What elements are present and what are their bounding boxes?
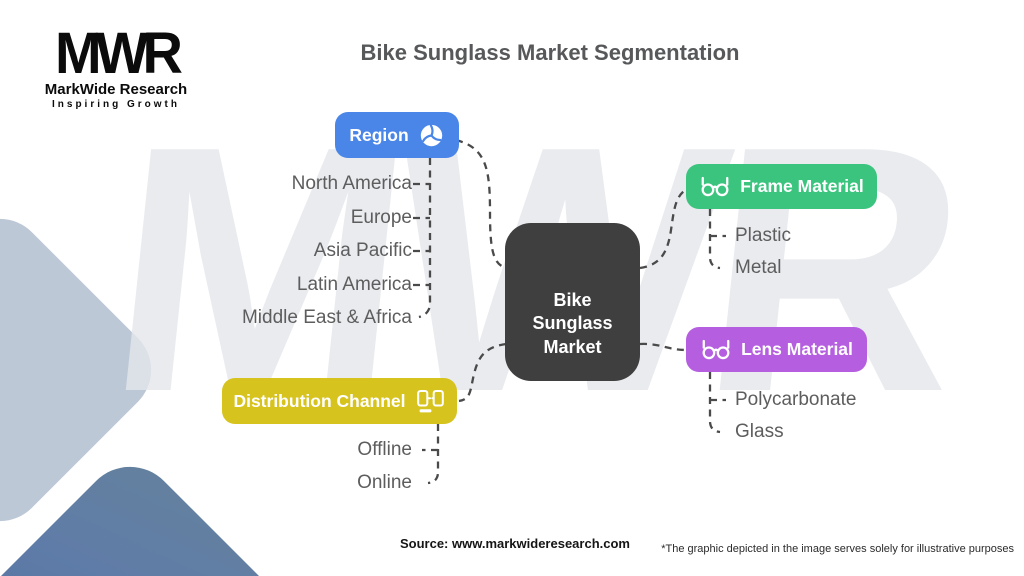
frame-item: Plastic bbox=[735, 225, 791, 246]
central-node-line: Market bbox=[543, 336, 602, 357]
region-item: Europe bbox=[350, 207, 412, 228]
markwide-logo: MWR MarkWide Research Inspiring Growth bbox=[30, 19, 202, 111]
connector-central-lens bbox=[639, 342, 688, 352]
logo-name: MarkWide Research bbox=[44, 81, 188, 99]
central-node-bike-sunglass-market: Bike Sunglass Market bbox=[505, 223, 640, 381]
glasses-icon bbox=[700, 337, 732, 362]
connector-frame-trunk bbox=[708, 209, 721, 270]
devices-icon bbox=[415, 388, 446, 414]
connector-region-trunk bbox=[418, 158, 432, 319]
connector-central-distribution bbox=[458, 342, 507, 403]
region-item: Asia Pacific bbox=[313, 240, 412, 261]
frame-material-label: Frame Material bbox=[740, 176, 864, 196]
page-title: Bike Sunglass Market Segmentation bbox=[360, 40, 740, 65]
lens-material-label: Lens Material bbox=[741, 339, 853, 359]
branch-node-frame-material: Frame Material bbox=[686, 164, 877, 209]
branch-node-region: Region bbox=[335, 112, 459, 158]
region-item: Latin America bbox=[296, 274, 412, 295]
glasses-icon bbox=[699, 174, 731, 199]
central-node-line: Sunglass bbox=[532, 313, 613, 334]
disclaimer-text: *The graphic depicted in the image serve… bbox=[661, 543, 1014, 555]
region-item: Middle East & Africa bbox=[241, 307, 412, 328]
branch-node-lens-material: Lens Material bbox=[686, 327, 867, 372]
distribution-item: Online bbox=[357, 472, 412, 493]
frame-item: Metal bbox=[735, 257, 782, 278]
connector-lens-trunk bbox=[708, 372, 721, 434]
distribution-item: Offline bbox=[357, 439, 412, 460]
central-node-line: Bike bbox=[553, 290, 592, 311]
region-item: North America bbox=[291, 173, 412, 194]
logo-monogram: MWR bbox=[55, 19, 183, 86]
connector-region-central bbox=[455, 138, 507, 270]
globe-icon bbox=[418, 122, 445, 149]
branch-node-distribution-channel: Distribution Channel bbox=[222, 378, 457, 424]
connector-distribution-trunk bbox=[427, 424, 440, 485]
source-text: Source: www.markwideresearch.com bbox=[399, 536, 630, 551]
lens-item: Polycarbonate bbox=[735, 389, 857, 410]
distribution-channel-label: Distribution Channel bbox=[233, 390, 406, 411]
region-label: Region bbox=[349, 124, 409, 145]
logo-tagline: Inspiring Growth bbox=[52, 99, 180, 111]
connector-central-frame bbox=[639, 188, 688, 270]
lens-item: Glass bbox=[735, 421, 784, 442]
